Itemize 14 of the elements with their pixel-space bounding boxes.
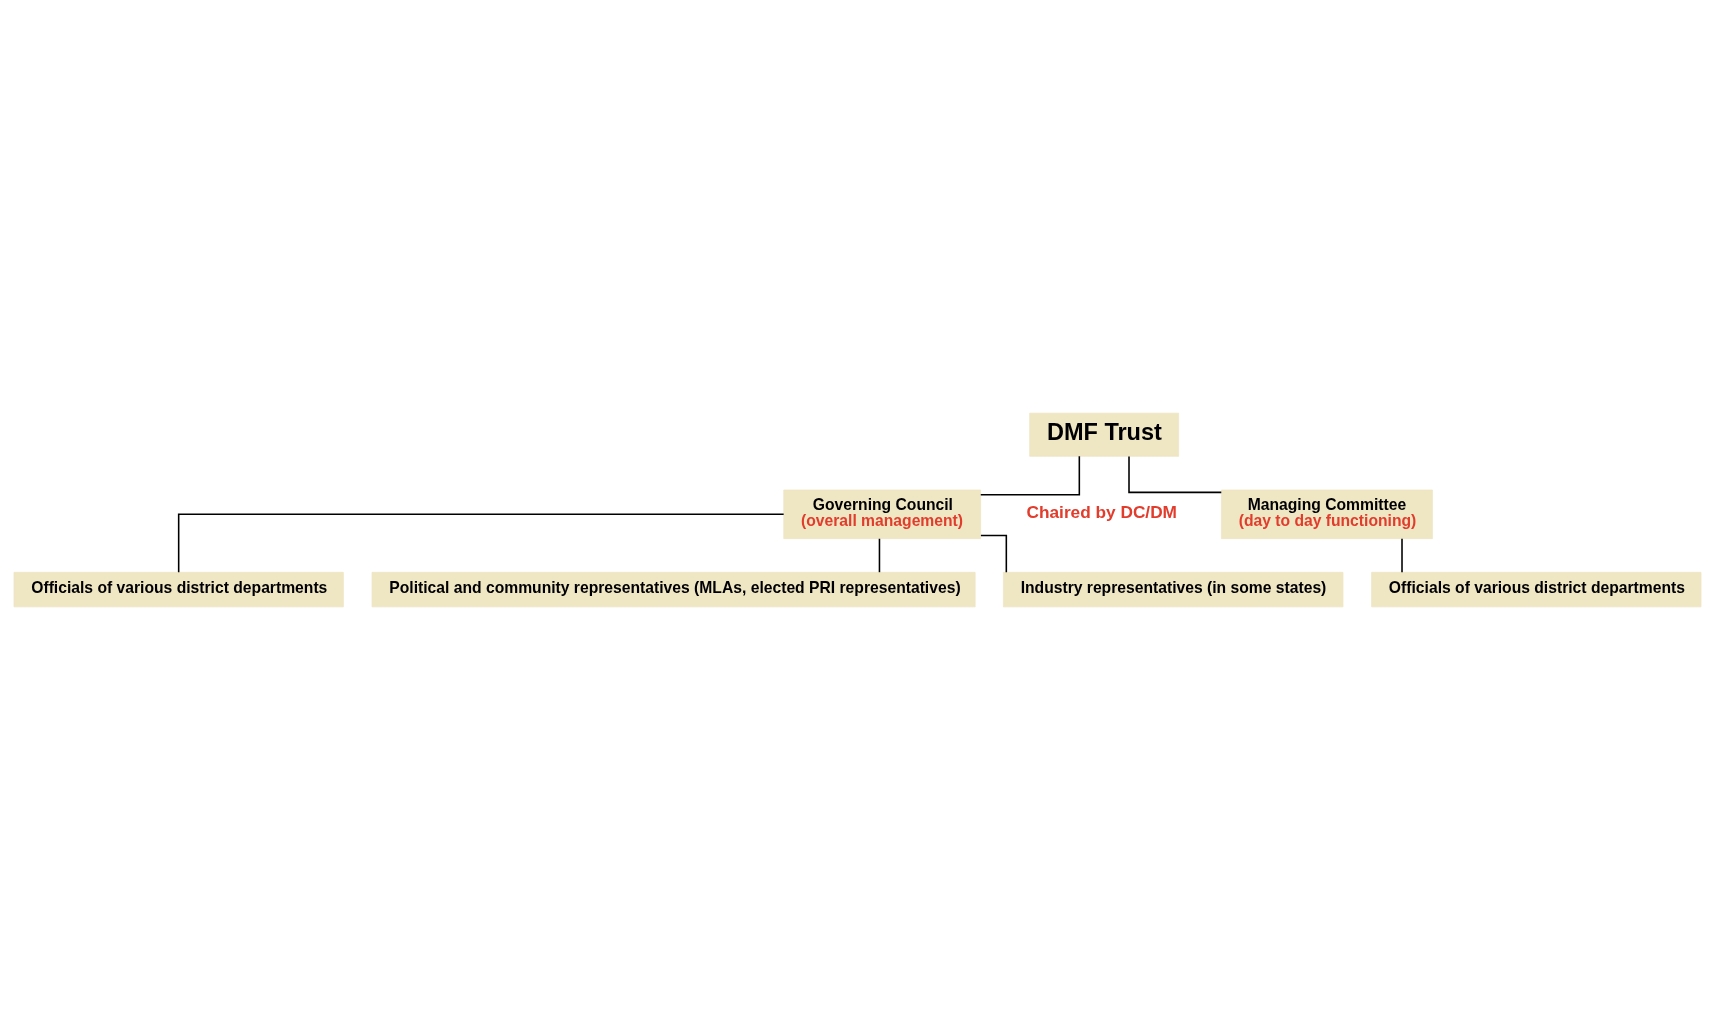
node-box: Political and community representatives (MLAs, elected PRI representatives) [371,571,976,607]
label: Chaired by DC/DM [1026,501,1177,522]
connector [980,455,1081,495]
connector [1401,537,1403,573]
node-box: Industry representatives (in some states) [1003,571,1344,607]
connector [1128,455,1223,493]
node-box: Officials of various district departments [1371,571,1702,607]
node-box: Managing Committee (day to day functioning) [1221,489,1433,539]
node-box: Governing Council (overall management) [783,489,982,539]
connector [878,537,881,573]
connector [177,513,785,573]
node-box: Officials of various district departments [13,571,344,607]
node-box: DMF Trust [1029,412,1180,457]
connector [980,534,1008,573]
